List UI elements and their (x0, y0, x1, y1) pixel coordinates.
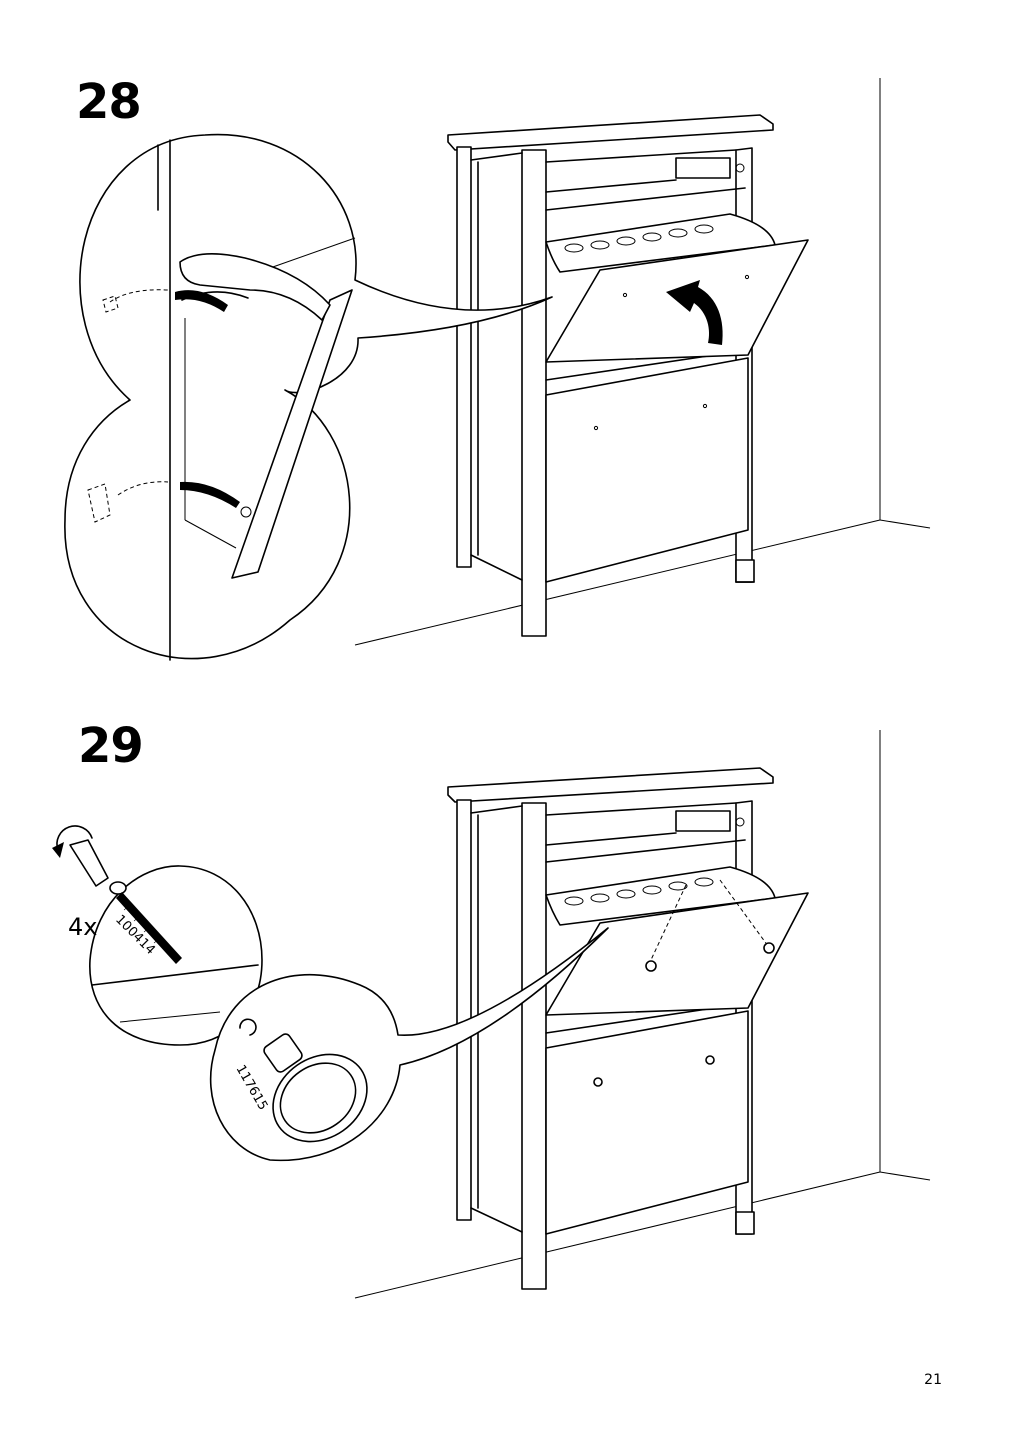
shoe-rack-holes (564, 224, 714, 253)
shoe-cabinet (447, 114, 809, 637)
screwdriver-icon (52, 825, 109, 887)
shoe-cabinet (447, 767, 809, 1290)
step-28-number: 28 (76, 74, 142, 130)
shoe-rack-holes (564, 877, 714, 906)
wall-corner (354, 730, 931, 1299)
close-arrow-icon (666, 280, 723, 345)
quantity-label: 4x (68, 913, 97, 941)
wall-corner (354, 78, 931, 646)
screw-callout: 4x 100414 (52, 825, 263, 1046)
step-29-number: 29 (78, 718, 144, 774)
knob-callout: 117615 (209, 927, 609, 1162)
page-number: 21 (924, 1372, 942, 1388)
hinge-detail-callout (64, 133, 553, 661)
